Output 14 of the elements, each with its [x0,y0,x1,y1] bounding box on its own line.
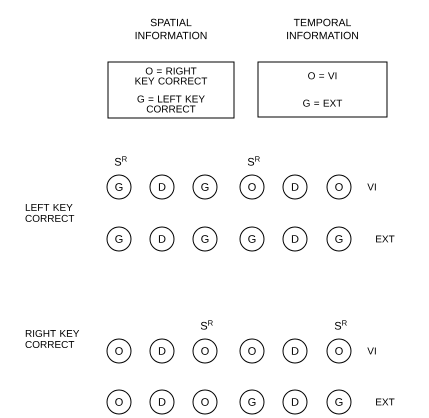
node-label: TEMPORAL INFORMATION [287,18,358,40]
reinforcer-mark: S$^{R}$ [114,156,127,166]
row-label: LEFT KEY CORRECT [26,204,74,222]
row-label: EXT [376,236,394,242]
row-label: VI [367,184,376,190]
node-label: SPATIAL INFORMATION [136,18,207,40]
row-label: VI [367,348,376,354]
row-label: EXT [376,398,394,406]
reinforcer-mark: S$^{R}$ [248,156,260,166]
legend-box: SPATIAL INFORMATION O = RIGHT KEY CORRECT G = LEFT KEY CORRECT [108,18,234,118]
row-label: RIGHT KEY CORRECT [26,330,80,348]
reinforcer-mark: S$^{R}$ [334,320,347,330]
legend-box: TEMPORAL INFORMATION O = VI G = EXT [258,18,388,118]
reinforcer-mark: S$^{R}$ [200,320,213,330]
